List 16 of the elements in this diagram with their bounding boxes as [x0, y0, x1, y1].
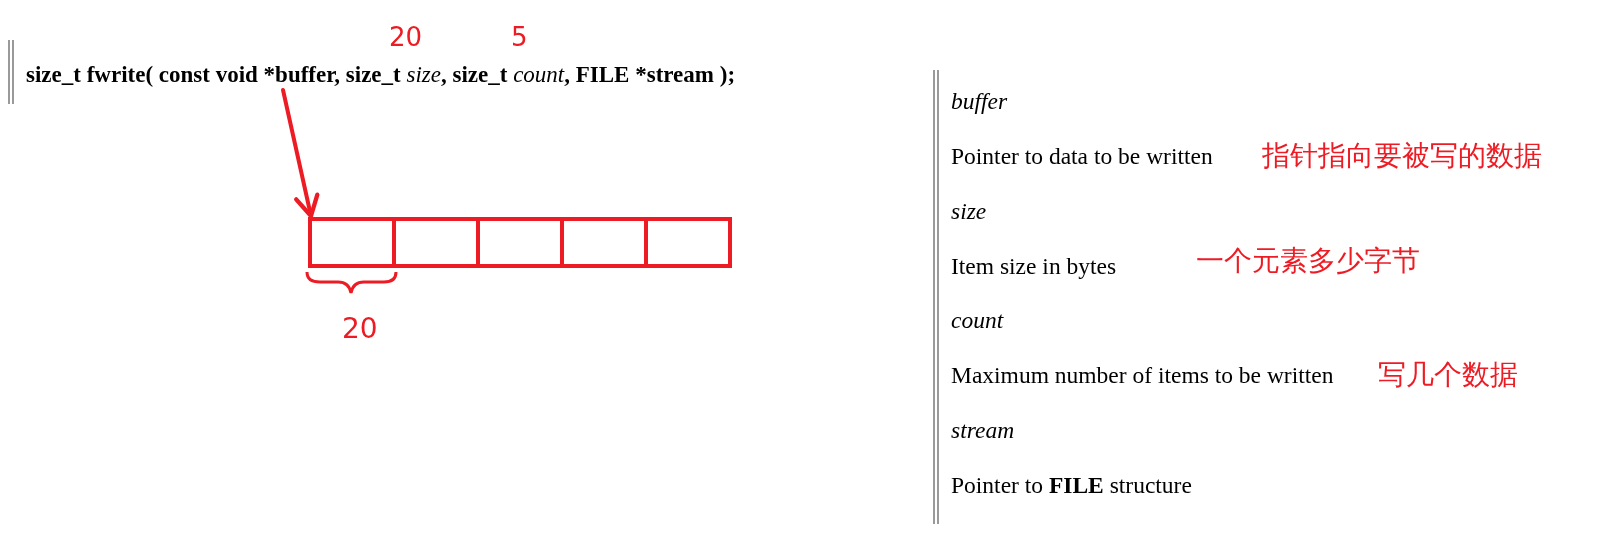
parameter-description: Item size in bytes — [951, 251, 1117, 280]
arrow — [281, 88, 320, 219]
parameter-description: Maximum number of items to be written — [951, 361, 1334, 390]
parameter-name: stream — [951, 416, 1015, 445]
parameter-description: Pointer to FILE structure — [951, 470, 1192, 499]
annotation-number: 20 — [342, 312, 378, 346]
parameter-description: Pointer to data to be written — [951, 141, 1213, 170]
annotation-number: 5 — [511, 21, 528, 53]
annotation-text: 写几个数据 — [1378, 358, 1518, 392]
annotation-text: 一个元素多少字节 — [1196, 244, 1420, 278]
annotation-number: 20 — [389, 21, 423, 53]
annotation-text: 指针指向要被写的数据 — [1262, 139, 1542, 173]
parameter-name: size — [951, 196, 987, 225]
function-signature: size_t fwrite( const void *buffer, size_t size, size_t count, FILE *stream ); — [26, 61, 736, 89]
parameter-name: buffer — [951, 87, 1008, 115]
parameter-name: count — [951, 306, 1004, 335]
